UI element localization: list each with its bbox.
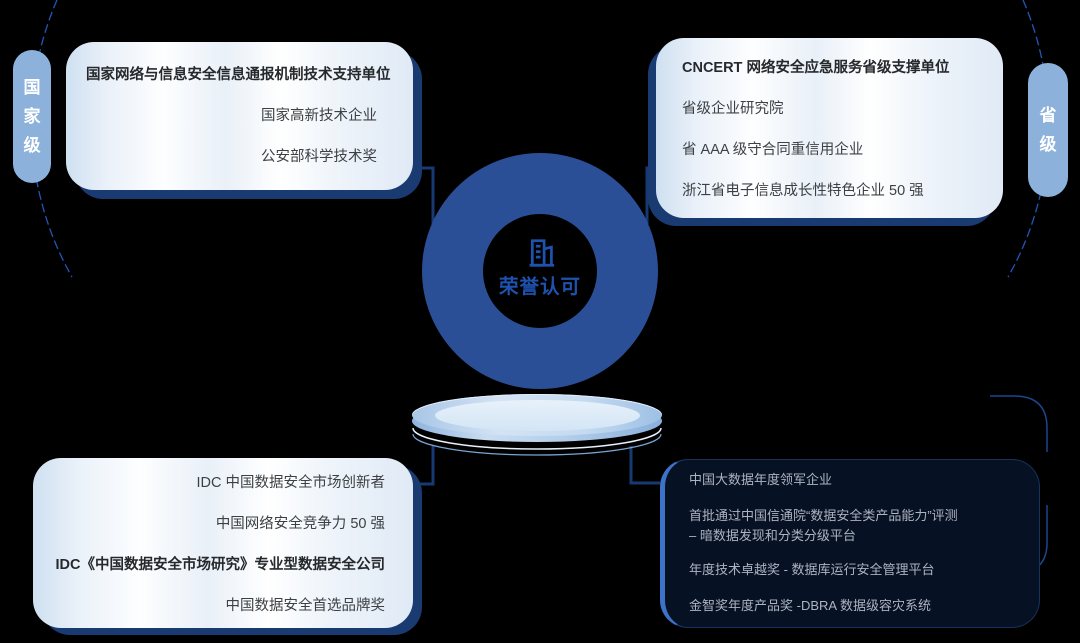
honor-item: 首批通过中国信通院“数据安全类产品能力”评测 [689, 508, 958, 523]
level-badge-provincial: 省级 [1028, 63, 1068, 197]
honor-item: 国家网络与信息安全信息通报机制技术支持单位 [86, 67, 391, 83]
bottom-right-card: 中国大数据年度领军企业 首批通过中国信通院“数据安全类产品能力”评测 – 暗数据… [660, 459, 1040, 628]
honor-item: 省级企业研究院 [682, 101, 784, 117]
hub-label: 荣誉认可 [498, 275, 581, 298]
disc-rim-white [412, 427, 662, 450]
honor-item: CNCERT 网络安全应急服务省级支撑单位 [682, 60, 950, 76]
honor-item: 金智奖年度产品奖 -DBRA 数据级容灾系统 [689, 598, 931, 613]
hub-center: 荣誉认可 [423, 151, 657, 385]
echo-outline-top [990, 395, 1048, 452]
honor-item: 中国数据安全首选品牌奖 [225, 598, 386, 614]
honor-item: 公安部科学技术奖 [261, 149, 377, 165]
honor-item: 中国大数据年度领军企业 [689, 472, 833, 487]
honor-item: 年度技术卓越奖 - 数据库运行安全管理平台 [689, 562, 935, 577]
top-left-card: 国家网络与信息安全信息通报机制技术支持单位 国家高新技术企业 公安部科学技术奖 [66, 42, 413, 190]
honor-item: IDC《中国数据安全市场研究》专业型数据安全公司 [55, 557, 385, 573]
level-badge-provincial-label: 省级 [1039, 106, 1057, 154]
pedestal-surface [435, 400, 640, 431]
level-badge-national: 国家级 [13, 50, 51, 183]
disc-rim-blue [412, 433, 662, 456]
honor-item: 浙江省电子信息成长性特色企业 50 强 [682, 183, 924, 199]
honor-item: – 暗数据发现和分类分级平台 [689, 528, 856, 543]
honor-item: 国家高新技术企业 [261, 108, 377, 124]
bottom-left-card: IDC 中国数据安全市场创新者 中国网络安全竞争力 50 强 IDC《中国数据安… [33, 458, 413, 628]
honor-item: IDC 中国数据安全市场创新者 [196, 475, 386, 491]
honor-item: 省 AAA 级守合同重信用企业 [682, 142, 864, 158]
connector-bottom-right [629, 446, 660, 485]
level-badge-national-label: 国家级 [23, 78, 41, 155]
honor-item: 中国网络安全竞争力 50 强 [215, 516, 385, 532]
building-icon [529, 238, 554, 267]
center-ring [422, 153, 658, 389]
top-right-card: CNCERT 网络安全应急服务省级支撑单位 省级企业研究院 省 AAA 级守合同… [656, 38, 1003, 218]
